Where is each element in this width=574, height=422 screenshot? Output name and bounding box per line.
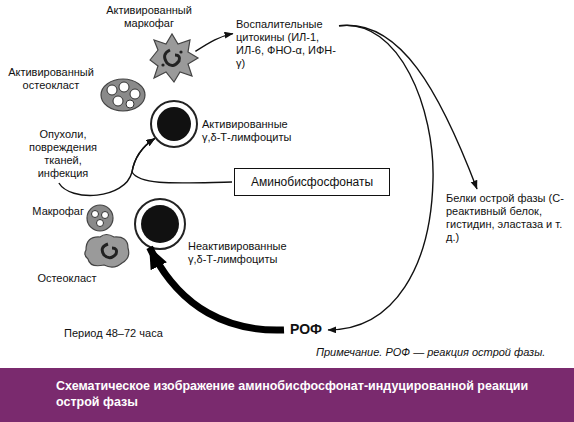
granule [179, 50, 182, 53]
connector-arrow [132, 138, 232, 183]
inactive-t-cell-picture [135, 199, 185, 249]
activated-osteoclast-node: Активированный остеокласт [100, 78, 146, 112]
activated-t-cell-picture [151, 101, 197, 147]
node-text: Опухоли, повреждения тканей, инфекция [22, 128, 104, 180]
cell-label: Активированные γ,δ-Т-лимфоциты [202, 118, 306, 144]
node-text: Воспалительные цитокины (ИЛ-1, ИЛ-6, ФНО… [236, 18, 336, 70]
cell-dot [97, 220, 104, 227]
activated-osteoclast-picture [101, 79, 145, 111]
node-text: Аминобисфосфонаты [251, 175, 373, 189]
activated-macrophage-node: Активированный маркофаг [146, 36, 198, 80]
acute-phase-proteins-text-node: Белки острой фазы (С-реактивный белок, г… [446, 192, 570, 244]
apr-abbreviation-node: РОФ [288, 320, 324, 338]
cell-label: Неактивированные γ,δ-Т-лимфоциты [188, 240, 300, 266]
osteoclast-nucleus [119, 82, 129, 92]
trigger-text-node: Опухоли, повреждения тканей, инфекция [22, 128, 104, 180]
connector-arrow [339, 25, 477, 189]
cell-label: Активированный остеокласт [4, 66, 98, 92]
note-label: Примечание. РОФ — реакция острой фазы. [316, 346, 566, 359]
node-text: РОФ [290, 320, 322, 338]
caption-band: Схематическое изображение аминобисфосфон… [0, 368, 574, 422]
activated-macrophage-picture [150, 34, 198, 82]
osteoclast-node: Остеокласт [84, 234, 130, 268]
connector-arrow [195, 34, 233, 52]
cell-dot [102, 212, 109, 219]
cell-label: Макрофаг [22, 205, 84, 218]
osteoclast-picture [85, 235, 129, 268]
inactive-t-lymphocytes-node: Неактивированные γ,δ-Т-лимфоциты [134, 198, 186, 250]
drug-box-node: Аминобисфосфонаты [234, 168, 390, 196]
activated-t-lymphocytes-node: Активированные γ,δ-Т-лимфоциты [150, 100, 198, 148]
t-cell-nucleus [141, 205, 179, 243]
cytokines-text-node: Воспалительные цитокины (ИЛ-1, ИЛ-6, ФНО… [236, 18, 336, 70]
osteoclast-nucleus [107, 85, 117, 95]
osteoclast-nucleus [113, 96, 123, 106]
cell-dot [92, 211, 99, 218]
figure-caption: Схематическое изображение аминобисфосфон… [56, 378, 536, 410]
osteoclast-nucleus [130, 89, 140, 99]
osteoclast-nucleus [126, 100, 134, 108]
node-text: Белки острой фазы (С-реактивный белок, г… [446, 192, 570, 244]
period-label: Период 48–72 часа [64, 327, 188, 340]
macrophage-picture [87, 205, 113, 231]
osteoclast-nucleus [102, 244, 116, 258]
macrophage-nucleus [165, 50, 180, 66]
macrophage-node: Макрофаг [86, 204, 114, 232]
granule [161, 63, 164, 66]
cell-label: Остеокласт [32, 272, 102, 285]
t-cell-nucleus [157, 107, 191, 141]
cell-label: Активированный маркофаг [102, 4, 196, 30]
